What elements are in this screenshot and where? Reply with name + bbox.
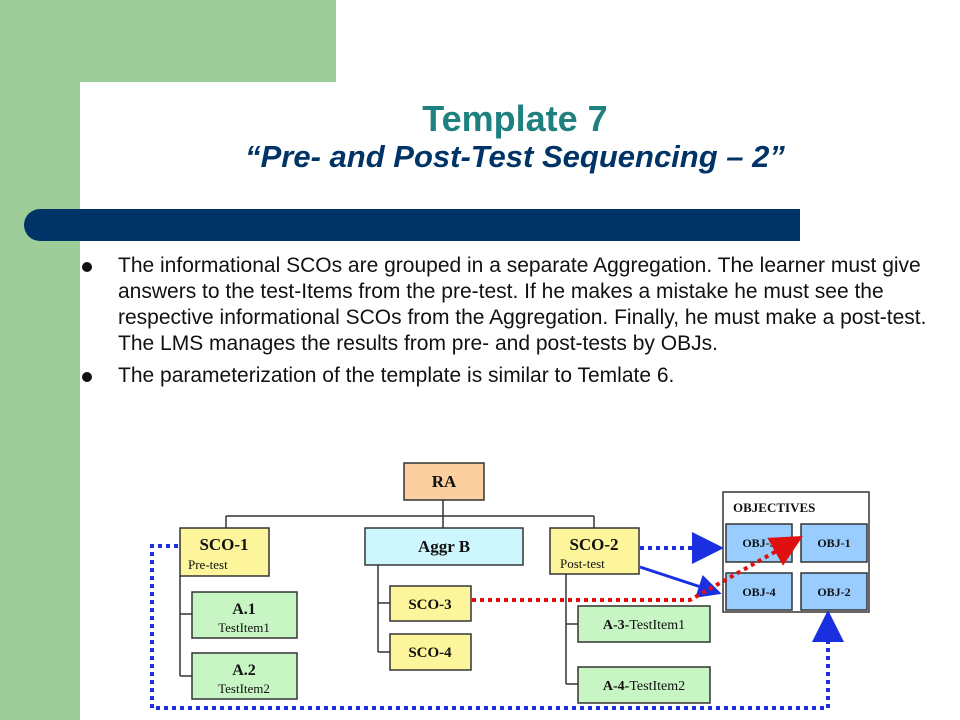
node-sco-3: SCO-3 bbox=[389, 585, 472, 622]
objective-obj-3: OBJ-3 bbox=[725, 523, 793, 563]
tree-connectors bbox=[179, 500, 595, 685]
svg-text:OBJ-4: OBJ-4 bbox=[742, 585, 775, 599]
svg-text:OBJECTIVES: OBJECTIVES bbox=[733, 500, 815, 515]
node-aggr-b: Aggr B bbox=[364, 527, 524, 566]
svg-text:SCO-3: SCO-3 bbox=[408, 597, 451, 613]
background-left-band bbox=[0, 0, 80, 720]
arrow-sco1-loop-to-obj2 bbox=[150, 544, 844, 710]
bullet-dot-icon bbox=[82, 262, 92, 272]
title-divider-bar bbox=[24, 209, 800, 241]
objectives-panel: OBJECTIVES OBJ-3 OBJ-1 OBJ-4 OBJ-2 bbox=[722, 491, 870, 613]
node-a1: A.1 TestItem1 bbox=[191, 591, 298, 639]
svg-text:A-3-TestItem1: A-3-TestItem1 bbox=[603, 618, 685, 633]
bullet-list: The informational SCOs are grouped in a … bbox=[80, 253, 952, 395]
slide-title: Template 7 “Pre- and Post-Test Sequencin… bbox=[150, 100, 880, 176]
arrow-sco2-to-obj4 bbox=[639, 565, 722, 598]
bullet-dot-icon bbox=[82, 372, 92, 382]
svg-text:Aggr B: Aggr B bbox=[418, 537, 470, 556]
bullet-text: The informational SCOs are grouped in a … bbox=[118, 254, 927, 355]
svg-text:TestItem1: TestItem1 bbox=[218, 620, 270, 635]
svg-text:RA: RA bbox=[432, 472, 457, 491]
node-a2: A.2 TestItem2 bbox=[191, 652, 298, 700]
svg-text:SCO-2: SCO-2 bbox=[569, 535, 618, 554]
svg-text:A.1: A.1 bbox=[232, 601, 256, 618]
svg-text:SCO-4: SCO-4 bbox=[408, 645, 452, 661]
svg-text:Pre-test: Pre-test bbox=[188, 557, 228, 572]
title-line-2: “Pre- and Post-Test Sequencing – 2” bbox=[245, 139, 785, 174]
svg-text:OBJ-2: OBJ-2 bbox=[817, 585, 850, 599]
background-top-band bbox=[0, 0, 336, 82]
objective-obj-4: OBJ-4 bbox=[725, 572, 793, 611]
title-line-1: Template 7 bbox=[422, 98, 608, 139]
svg-text:Post-test: Post-test bbox=[560, 556, 605, 571]
svg-text:A.2: A.2 bbox=[232, 662, 256, 679]
svg-text:A-4-TestItem2: A-4-TestItem2 bbox=[603, 679, 685, 694]
node-a4: A-4-TestItem2 bbox=[577, 666, 711, 704]
objective-obj-1: OBJ-1 bbox=[800, 523, 868, 563]
bullet-item: The parameterization of the template is … bbox=[80, 363, 952, 389]
node-a3: A-3-TestItem1 bbox=[577, 605, 711, 643]
node-sco-4: SCO-4 bbox=[389, 633, 472, 671]
arrow-sco3-to-obj1 bbox=[472, 536, 803, 602]
bullet-item: The informational SCOs are grouped in a … bbox=[80, 253, 952, 357]
node-ra: RA bbox=[403, 462, 485, 501]
svg-text:TestItem2: TestItem2 bbox=[218, 681, 270, 696]
bullet-text: The parameterization of the template is … bbox=[118, 364, 675, 387]
node-sco-1: SCO-1 Pre-test bbox=[179, 527, 270, 577]
node-sco-2: SCO-2 Post-test bbox=[549, 527, 640, 575]
objective-obj-2: OBJ-2 bbox=[800, 572, 868, 611]
svg-text:OBJ-1: OBJ-1 bbox=[817, 536, 850, 550]
svg-text:OBJ-3: OBJ-3 bbox=[742, 536, 775, 550]
svg-text:SCO-1: SCO-1 bbox=[199, 535, 248, 554]
